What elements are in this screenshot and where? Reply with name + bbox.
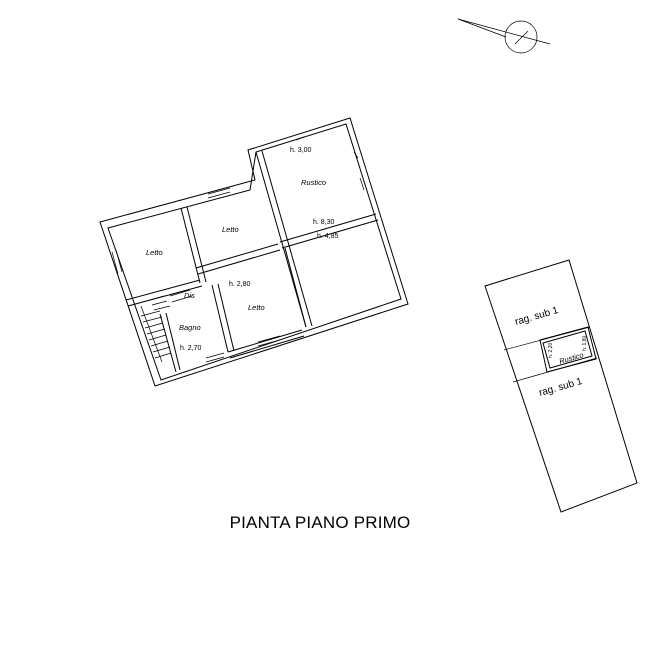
- annex-height-right: h. 1,80: [582, 335, 588, 351]
- room-label-letto-left: Letto: [146, 248, 163, 257]
- room-label-rustico: Rustico: [301, 178, 326, 187]
- window-marks: [111, 136, 365, 363]
- room-label-bagno: Bagno: [179, 323, 201, 332]
- height-label-second: h. 4,85: [317, 233, 339, 240]
- height-label-rustico-top: h. 3,00: [290, 147, 312, 154]
- height-label-bagno: h. 2,70: [180, 345, 202, 352]
- main-building: [99, 117, 409, 387]
- annex-building: [484, 259, 638, 513]
- annex-label-rag-sub-top: rag. sub 1: [514, 305, 560, 328]
- room-label-letto-mid: Letto: [248, 303, 265, 312]
- room-label-letto-top: Letto: [222, 225, 239, 234]
- height-label-rustico-bottom: h. 8,30: [313, 219, 335, 226]
- stairs-icon: [140, 289, 193, 363]
- room-label-dis: Dis: [184, 291, 195, 300]
- north-arrow-icon: [457, 18, 551, 54]
- height-label-letto: h. 2,80: [229, 281, 251, 288]
- plan-title: PIANTA PIANO PRIMO: [229, 513, 411, 532]
- annex-height-left: h. 2,20: [548, 342, 554, 358]
- annex-label-rag-sub-bottom: rag. sub 1: [538, 376, 584, 399]
